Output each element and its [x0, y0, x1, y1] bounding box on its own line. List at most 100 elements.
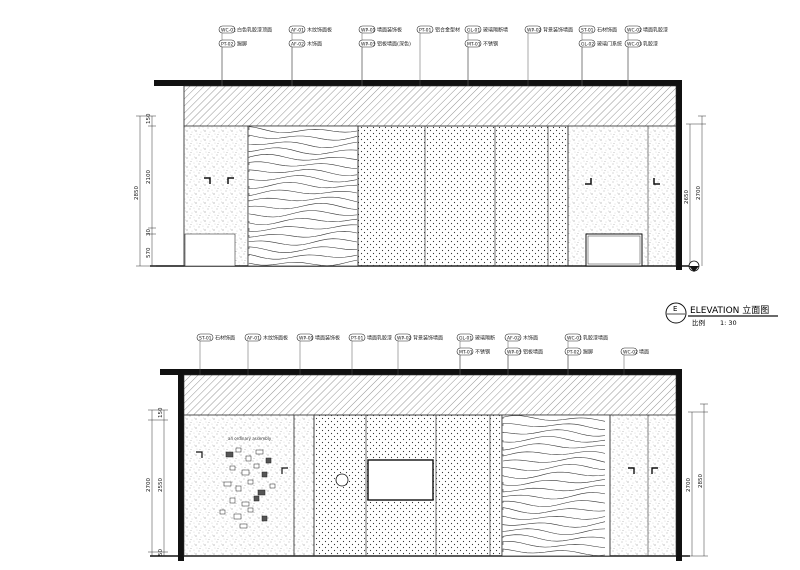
bottom-panel-graphic — [183, 414, 295, 557]
material-tag-text: 背景装饰墙面 — [413, 335, 443, 342]
graphic-wall-blocks — [219, 447, 276, 529]
material-tag-text: 铝合金型材 — [435, 27, 460, 34]
material-tag-code: WP-03 — [507, 350, 522, 356]
graphic-block — [235, 447, 242, 453]
wood-grain-line — [248, 189, 358, 197]
material-tag-code: AF-01 — [247, 336, 260, 342]
wood-grain-line — [248, 253, 358, 260]
top-leader-lines — [221, 33, 629, 86]
material-tag-capsule — [564, 333, 582, 342]
bottom-screen-display — [367, 459, 434, 501]
title-bubble — [665, 302, 687, 324]
wood-grain-line — [502, 548, 606, 556]
material-tag-text: 木饰面 — [523, 335, 538, 342]
material-tag-text: 石材饰面 — [215, 335, 235, 342]
material-tag-capsule — [394, 333, 412, 342]
material-tag-code: ST-01 — [199, 336, 212, 342]
material-tag-text: 铝板墙面 — [523, 349, 543, 356]
material-tag-capsule — [416, 25, 434, 34]
wood-grain-line — [502, 515, 606, 520]
material-tag-capsule — [288, 39, 306, 48]
material-tag-capsule — [620, 347, 638, 356]
title-text: ELEVATION 立面图 — [690, 304, 769, 316]
graphic-block — [245, 455, 252, 462]
material-tag-text: 不锈钢 — [475, 349, 490, 356]
material-tag-text: 背景装饰墙面 — [543, 27, 573, 34]
material-tag-text: 墙面乳胶漆 — [367, 335, 392, 342]
material-tag-code: WC-02 — [623, 350, 638, 356]
section-marker — [688, 260, 700, 272]
bottom-dim-2550: 2550 — [158, 478, 164, 492]
wood-grain-line — [248, 238, 358, 246]
graphic-block — [225, 451, 234, 458]
material-tag-capsule — [464, 25, 482, 34]
wood-grain-line — [502, 492, 606, 500]
material-tag-code: WC-02 — [627, 28, 642, 34]
wood-grain-line — [248, 259, 358, 266]
material-tag-text: 铝板墙面(深色) — [377, 41, 411, 48]
wood-grain-line — [248, 246, 358, 253]
material-tag-text: 踢脚 — [583, 349, 593, 356]
wood-grain-line — [502, 479, 606, 486]
material-tag-text: 玻璃隔断 — [475, 335, 495, 342]
material-tag-code: ST-01 — [581, 28, 594, 34]
wood-grain-line — [502, 528, 606, 535]
wood-grain-line — [502, 457, 606, 463]
bottom-wood-grain — [502, 415, 606, 556]
wood-grain-line — [248, 175, 358, 183]
wood-grain-line — [248, 196, 358, 203]
wood-grain-line — [248, 210, 358, 218]
material-tag-capsule — [456, 333, 474, 342]
bottom-dim-2700: 2700 — [146, 478, 152, 492]
material-tag-capsule — [564, 347, 582, 356]
graphic-block — [247, 479, 254, 485]
bottom-ceiling-hatch — [183, 374, 677, 416]
graphic-block — [223, 481, 232, 487]
bottom-dims-right: 2700 2850 — [686, 403, 708, 557]
material-tag-text: 玻璃隔断墙 — [483, 27, 508, 34]
scale-value: 1: 30 — [720, 319, 737, 327]
top-ceiling-slab — [154, 80, 682, 86]
material-tag-code: GL-01 — [459, 336, 472, 342]
wood-grain-line — [502, 541, 606, 548]
top-dim-2650: 2650 — [684, 190, 690, 204]
wood-grain-line — [248, 224, 358, 232]
wood-grain-line — [248, 141, 358, 148]
graphic-block — [241, 501, 250, 507]
material-tag-code: AF-02 — [507, 336, 520, 342]
bottom-dims-left: 150 2700 2550 50 — [146, 407, 168, 556]
material-tag-text: 木纹饰面板 — [263, 335, 288, 342]
scale-label: 比例 — [692, 318, 705, 327]
material-tag-code: PT-01 — [351, 336, 364, 342]
title-bubble-letter: E — [673, 305, 677, 313]
wood-grain-line — [502, 500, 606, 507]
material-tag-code: MT-01 — [467, 42, 481, 48]
bottom-panel-stone-right — [609, 414, 677, 557]
material-tag-capsule — [348, 333, 366, 342]
material-tag-code: MT-01 — [459, 350, 473, 356]
wood-grain-line — [248, 147, 358, 155]
graphic-wall-title: an ordinary assembly — [228, 436, 272, 441]
material-tag-capsule — [296, 333, 314, 342]
material-tag-capsule — [504, 347, 522, 356]
wood-grain-line — [248, 161, 358, 169]
top-panel-wood — [247, 125, 359, 267]
top-dim-2100: 2100 — [146, 170, 152, 184]
top-dim-570: 570 — [146, 247, 152, 258]
bottom-right-wall — [676, 369, 682, 561]
graphic-block — [229, 497, 236, 504]
top-wood-grain — [248, 126, 358, 266]
wood-grain-line — [502, 464, 606, 471]
